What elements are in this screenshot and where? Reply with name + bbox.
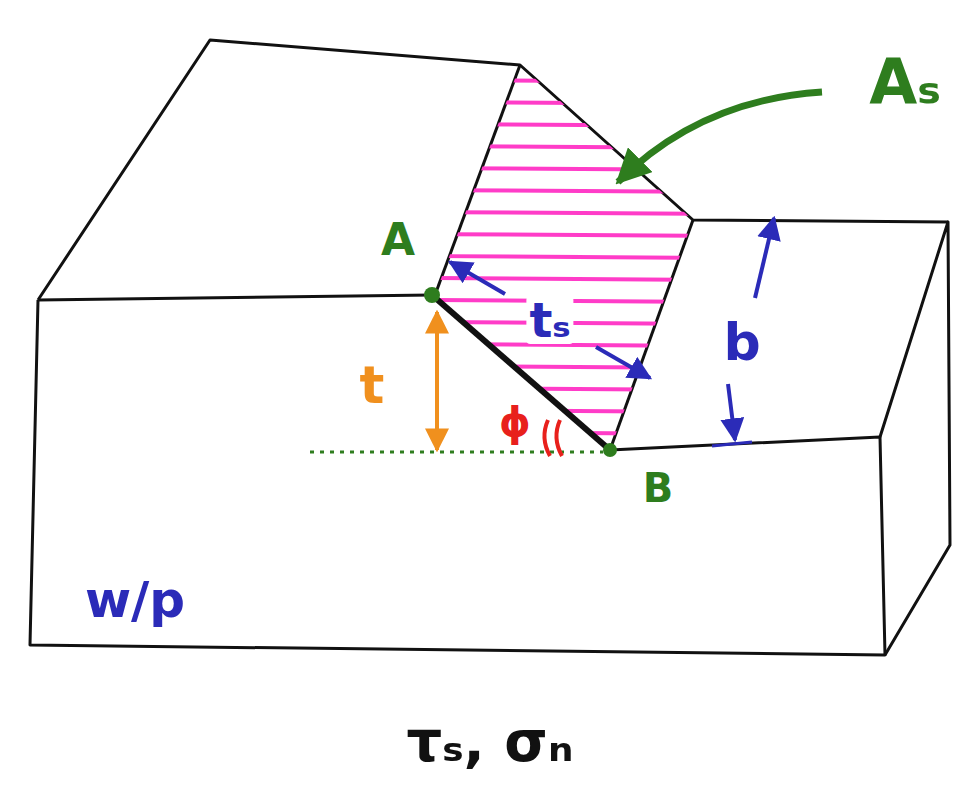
angle-label: ϕ <box>496 402 534 442</box>
dimension-label: b <box>723 316 760 368</box>
width-arrow-cap <box>712 442 752 446</box>
width-arrow <box>755 218 774 298</box>
dimension-label: t <box>360 359 385 411</box>
angle-arc <box>556 420 562 456</box>
shear-length-arrow <box>596 347 650 378</box>
shear-line <box>432 295 610 450</box>
area-label: Aₛ <box>869 51 941 113</box>
shear-length-arrow <box>450 262 505 294</box>
point-b <box>603 443 617 457</box>
block-outline <box>30 40 950 655</box>
width-arrow <box>728 384 735 440</box>
depth-dimension <box>435 312 439 450</box>
point-label: B <box>643 468 674 508</box>
angle-arc <box>544 420 550 456</box>
leader-arrow <box>618 92 822 182</box>
point-a <box>424 287 440 303</box>
point-label: A <box>381 218 415 262</box>
stress-label: τₛ, σₙ <box>407 714 574 770</box>
part-label: w/p <box>85 575 185 625</box>
dimension-label: tₛ <box>526 296 573 344</box>
